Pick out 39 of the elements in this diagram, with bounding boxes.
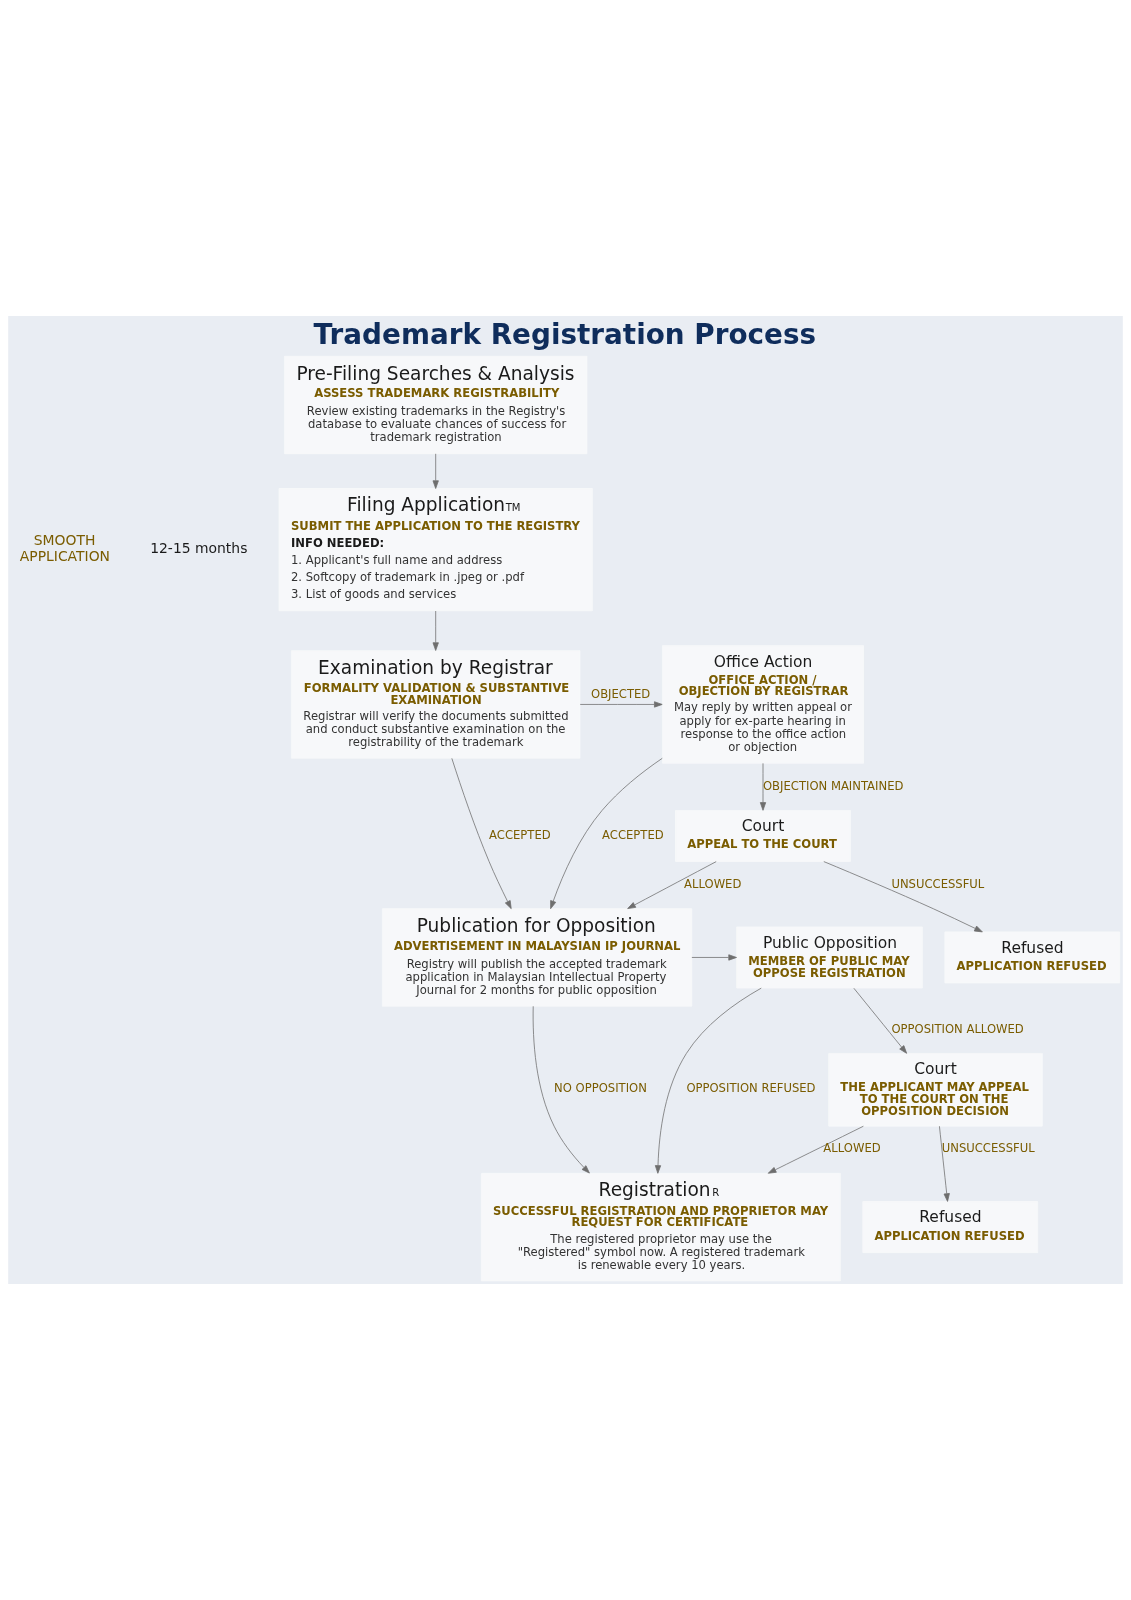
edge-label: NO OPPOSITION bbox=[554, 1081, 647, 1096]
diagram-title: Trademark Registration Process bbox=[313, 317, 817, 351]
arrow bbox=[759, 763, 767, 811]
node-box: Pre-Filing Searches & Analysis ASSESS TRADEMARK REGISTRABILITY Review existing trademarks in the Registry's database to evaluate chances of success for trademark registration bbox=[284, 355, 588, 455]
node-box: Public Opposition MEMBER OF PUBLIC MAY OPPOSE REGISTRATION bbox=[736, 926, 923, 989]
node-box: Refused APPLICATION REFUSED bbox=[862, 1201, 1039, 1254]
edge-label: ALLOWED bbox=[684, 876, 742, 891]
arrow bbox=[767, 1125, 864, 1174]
edge-label: OBJECTION MAINTAINED bbox=[763, 778, 904, 793]
edge-label: OBJECTED bbox=[591, 687, 651, 702]
arrow bbox=[451, 757, 512, 909]
arrow bbox=[691, 954, 737, 961]
edge-label: OPPOSITION ALLOWED bbox=[891, 1021, 1024, 1036]
arrow bbox=[853, 987, 908, 1054]
arrow bbox=[432, 453, 439, 489]
arrow bbox=[627, 861, 717, 909]
edge-label: ACCEPTED bbox=[602, 827, 664, 842]
node-box: Examination by Registrar FORMALITY VALIDATION & SUBSTANTIVE EXAMINATION Registrar will verify the documents submitted and conduct substantive examination on the registrability of the trademark bbox=[291, 650, 581, 759]
edge-label: UNSUCCESSFUL bbox=[891, 876, 985, 891]
edge-label: ALLOWED bbox=[823, 1141, 881, 1156]
edge-label: OPPOSITION REFUSED bbox=[686, 1081, 816, 1096]
node-box: Court THE APPLICANT MAY APPEAL TO THE COURT ON THE OPPOSITION DECISION bbox=[828, 1053, 1043, 1127]
arrow bbox=[532, 1005, 590, 1174]
node-box: Publication for Opposition ADVERTISEMENT IN MALAYSIAN IP JOURNAL Registry will publish the accepted trademark application in Malaysian Intellectual Property Journal for 2 months for public opposition bbox=[381, 908, 693, 1007]
node-box: Office Action OFFICE ACTION / OBJECTION BY REGISTRAR May reply by written appeal or apply for ex-parte hearing in response to the office action or objection bbox=[662, 645, 864, 764]
arrow bbox=[939, 1125, 950, 1202]
node-box: Filing ApplicationTM SUBMIT THE APPLICATION TO THE REGISTRY INFO NEEDED: 1. Applicant's full name and address 2. Softcopy of trademark in .jpeg or .pdf 3. List of goods and services bbox=[278, 488, 593, 612]
node-box: Refused APPLICATION REFUSED bbox=[944, 931, 1121, 984]
node-box: Court APPEAL TO THE COURT bbox=[675, 810, 851, 862]
node-box: Registration R SUCCESSFUL REGISTRATION AND PROPRIETOR MAY REQUEST FOR CERTIFICATE The registered proprietor may use the "Registered" symbol now. A registered trademark is renewable every 10 years. bbox=[480, 1172, 841, 1282]
arrow bbox=[550, 757, 663, 910]
edge-label: UNSUCCESSFUL bbox=[941, 1141, 1035, 1156]
label: 12-15 months bbox=[150, 540, 248, 557]
arrow bbox=[654, 987, 762, 1174]
edge-label: ACCEPTED bbox=[489, 827, 551, 842]
arrow bbox=[823, 861, 983, 933]
label: SMOOTH APPLICATION bbox=[19, 532, 111, 564]
arrow bbox=[579, 701, 663, 708]
arrow bbox=[432, 610, 439, 651]
